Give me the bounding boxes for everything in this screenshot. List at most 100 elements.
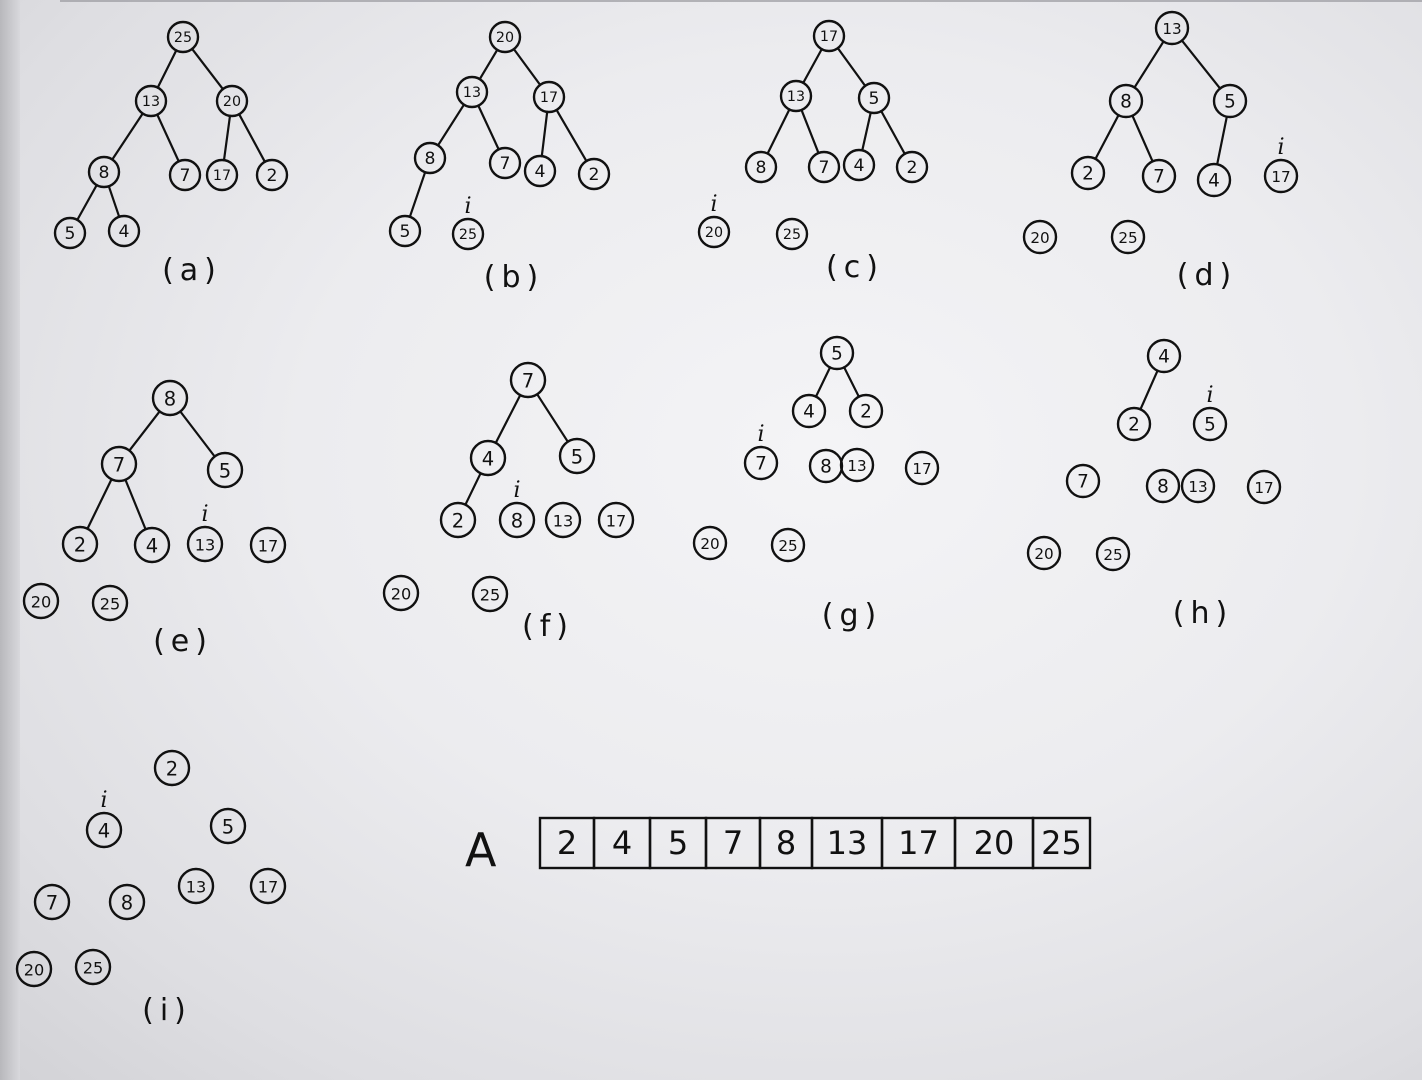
array-cell-value: 5 [668,824,688,862]
heap-node: 4 [523,154,557,188]
node-value: 17 [213,168,231,184]
node-circle [439,501,477,539]
heap-node: 5 [819,335,855,371]
heap-node: 4 [107,214,141,248]
panel-caption: (f) [522,609,574,644]
heap-node: 17 [249,867,287,905]
node-circle [133,526,171,564]
heap-node: 20 [1026,535,1062,571]
node-value: 2 [907,158,918,178]
array-cell-value: 4 [612,824,632,862]
node-circle [577,157,611,191]
heap-node: 25 [471,575,509,613]
node-circle [413,141,447,175]
node-value: 17 [820,29,838,45]
node-circle [382,574,420,612]
node-circle [544,501,582,539]
heap-node: 17 [1263,158,1299,194]
node-circle [597,501,635,539]
node-circle [1196,162,1232,198]
node-circle [91,584,129,622]
node-circle [388,214,422,248]
heap-node: 7 [488,146,522,180]
heap-node: 13 [1154,10,1190,46]
heap-node: 7 [33,883,71,921]
index-marker: i [710,192,717,217]
node-circle [153,749,191,787]
heap-node: 20 [692,525,728,561]
index-marker: i [1206,383,1213,408]
node-circle [770,527,806,563]
node-value: 13 [142,94,160,110]
tree-edge [555,108,588,163]
panel-caption: (c) [826,250,884,285]
heap-node: 25 [1095,536,1131,572]
heap-node: 20 [215,84,249,118]
tree-edge [766,108,791,155]
node-value: 4 [854,156,865,176]
paper-top-edge [60,0,1422,10]
heap-node: 4 [842,148,876,182]
node-circle [108,883,146,921]
node-circle [469,439,507,477]
node-value: 17 [258,878,279,897]
tree-edge [1180,39,1222,90]
heap-node: 25 [166,20,200,54]
heap-node: 20 [382,574,420,612]
node-circle [455,75,489,109]
node-circle [53,216,87,250]
node-circle [488,20,522,54]
tree-edge [408,171,427,218]
tree-edge [512,47,542,87]
tree-edge [238,113,266,163]
heap-node: 7 [743,445,779,481]
node-circle [61,525,99,563]
node-value: 8 [511,510,523,533]
tree-edge [1094,114,1120,160]
heap-node: 13 [134,84,168,118]
array-cell-value: 17 [898,824,939,862]
node-circle [895,150,929,184]
node-circle [1146,338,1182,374]
node-value: 20 [1030,229,1049,247]
paper-edge [0,0,20,1080]
tree-edge [124,478,147,531]
node-value: 13 [787,89,805,105]
panel-caption: (d) [1177,258,1237,293]
node-value: 4 [119,222,130,242]
node-circle [177,867,215,905]
heap-node: 2 [1116,406,1152,442]
heap-node: 8 [87,155,121,189]
node-value: 20 [496,30,514,46]
tree-edge [800,108,820,155]
node-circle [779,79,813,113]
node-value: 25 [783,227,801,243]
heap-node: 5 [1192,406,1228,442]
panel-caption: (g) [822,598,882,633]
heap-node: 5 [558,437,596,475]
tree-edge [111,112,144,161]
tree-edge [222,114,232,162]
node-value: 20 [700,535,719,553]
tree-edge [156,113,180,163]
node-value: 8 [1120,92,1132,113]
heap-node: 4 [1196,162,1232,198]
node-value: 2 [1082,164,1094,185]
node-value: 2 [860,402,872,423]
node-circle [692,525,728,561]
node-circle [523,154,557,188]
node-value: 7 [180,166,191,186]
heap-node: 20 [697,215,731,249]
node-value: 17 [1271,168,1290,186]
heap-node: 8 [498,501,536,539]
array-cell-value: 8 [776,824,796,862]
heap-node: 5 [388,214,422,248]
node-value: 25 [459,227,477,243]
tree-edge [128,410,161,452]
node-value: 13 [1188,478,1207,496]
node-value: 17 [606,512,627,531]
node-value: 13 [1162,20,1181,38]
